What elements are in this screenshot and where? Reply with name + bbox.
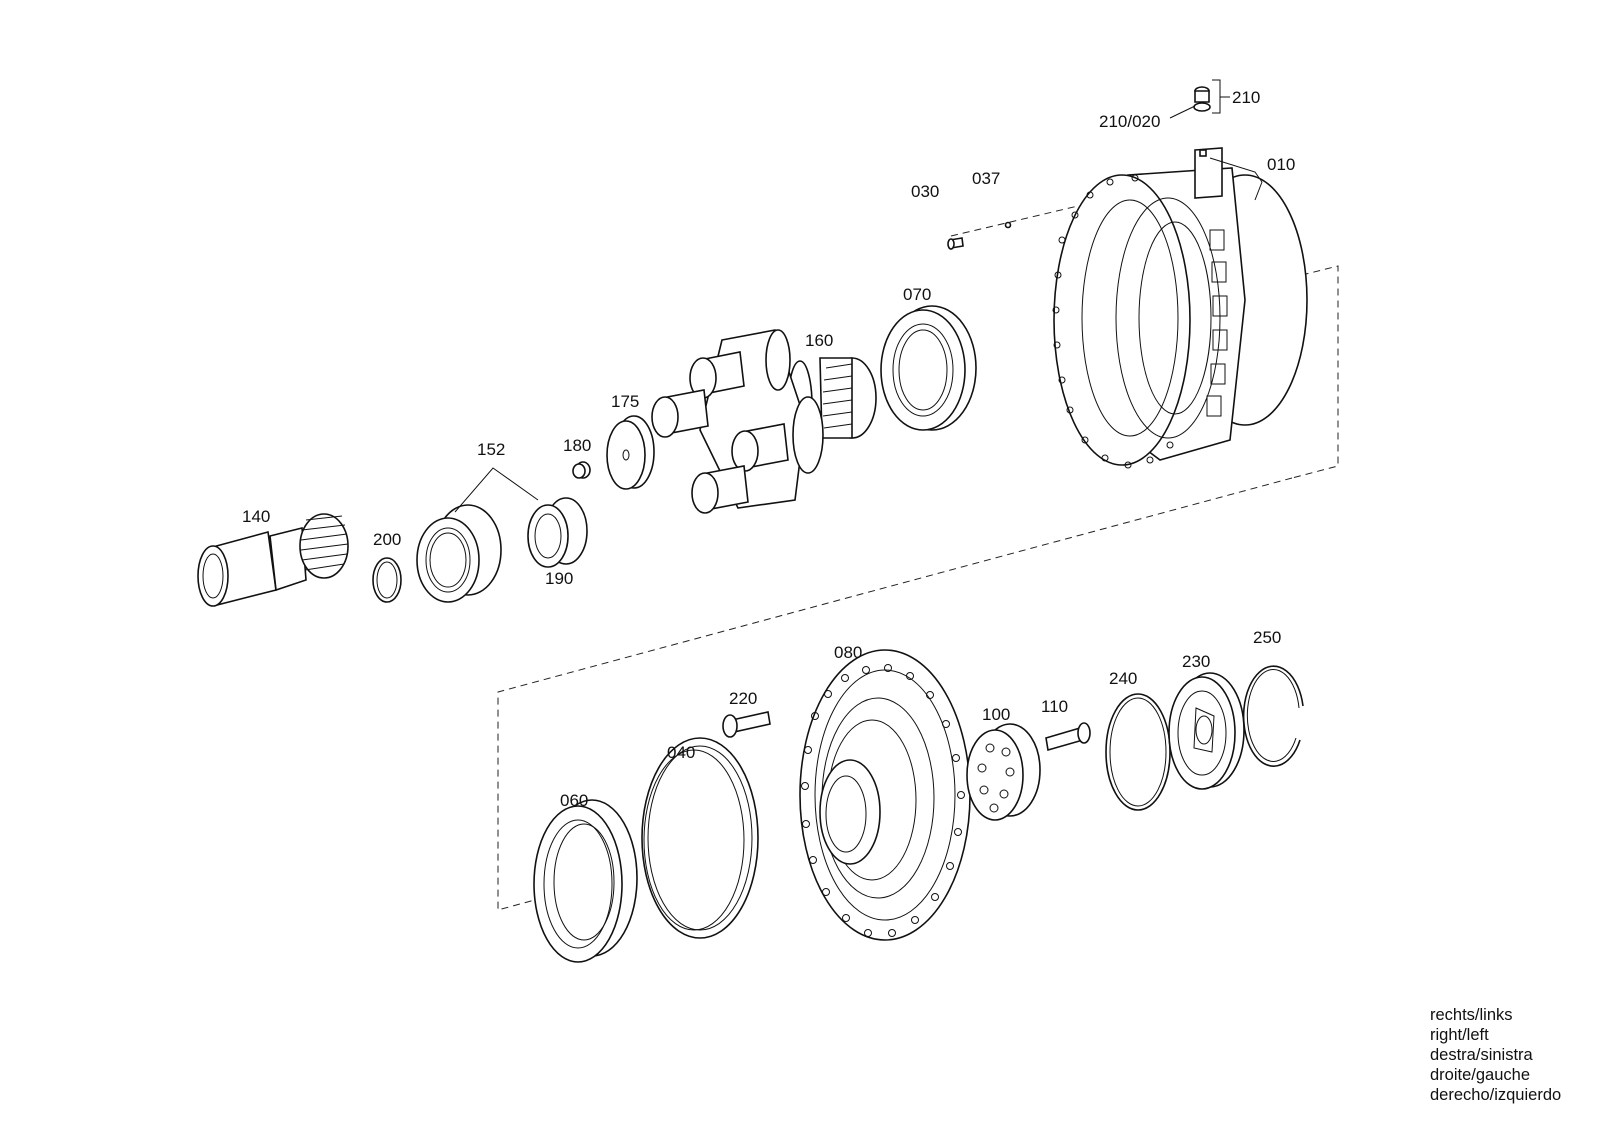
part-140-input-shaft <box>197 513 349 607</box>
leader-152 <box>454 467 539 513</box>
legend-french: droite/gauche <box>1430 1066 1530 1084</box>
callout-230: 230 <box>1182 652 1210 671</box>
part-230-cover <box>1168 672 1245 790</box>
part-152-gear-large <box>416 504 502 603</box>
callout-240: 240 <box>1109 669 1137 688</box>
legend-italian: destra/sinistra <box>1430 1046 1533 1064</box>
part-220-bolt <box>722 711 771 738</box>
assembly-boundary <box>497 205 1339 911</box>
part-100-cover-plate <box>966 723 1041 821</box>
callout-140: 140 <box>242 507 270 526</box>
part-175-thrust-washer <box>606 415 655 490</box>
callout-110: 110 <box>1041 697 1068 716</box>
part-250-retaining-ring <box>1242 665 1304 767</box>
callout-175: 175 <box>611 392 639 411</box>
side-legend: rechts/links right/left destra/sinistra … <box>1430 1005 1561 1105</box>
callout-070: 070 <box>903 285 931 304</box>
callout-060: 060 <box>560 791 588 810</box>
part-200-snap-ring <box>372 557 402 603</box>
part-160-planet-carrier <box>651 329 877 514</box>
part-040-o-ring <box>641 737 759 939</box>
part-030-screw <box>947 237 964 250</box>
callout-037: 037 <box>972 169 1000 188</box>
part-210-plug <box>1169 79 1230 119</box>
part-070-bearing <box>880 305 977 431</box>
part-180-bushing <box>572 461 591 479</box>
callout-180: 180 <box>563 436 591 455</box>
callout-010: 010 <box>1267 155 1295 174</box>
part-110-bolt <box>1045 722 1091 752</box>
part-190-gear-small <box>527 497 588 568</box>
legend-english: right/left <box>1430 1026 1489 1044</box>
callout-080: 080 <box>834 643 862 662</box>
part-080-wheel-hub <box>799 649 971 941</box>
callout-210-020: 210/020 <box>1099 112 1160 131</box>
callout-190: 190 <box>545 569 573 588</box>
callout-152: 152 <box>477 440 505 459</box>
callout-210: 210 <box>1232 88 1260 107</box>
legend-german: rechts/links <box>1430 1006 1513 1024</box>
callout-200: 200 <box>373 530 401 549</box>
leader-010 <box>1209 157 1263 201</box>
callout-250: 250 <box>1253 628 1281 647</box>
callout-100: 100 <box>982 705 1010 724</box>
callout-160: 160 <box>805 331 833 350</box>
callout-220: 220 <box>729 689 757 708</box>
part-010-housing <box>1052 147 1308 469</box>
part-060-seal <box>533 799 638 963</box>
legend-spanish: derecho/izquierdo <box>1430 1086 1562 1104</box>
callout-040: 040 <box>667 743 695 762</box>
part-240-o-ring <box>1105 693 1171 811</box>
callout-030: 030 <box>911 182 939 201</box>
part-037-ball <box>1004 221 1012 229</box>
